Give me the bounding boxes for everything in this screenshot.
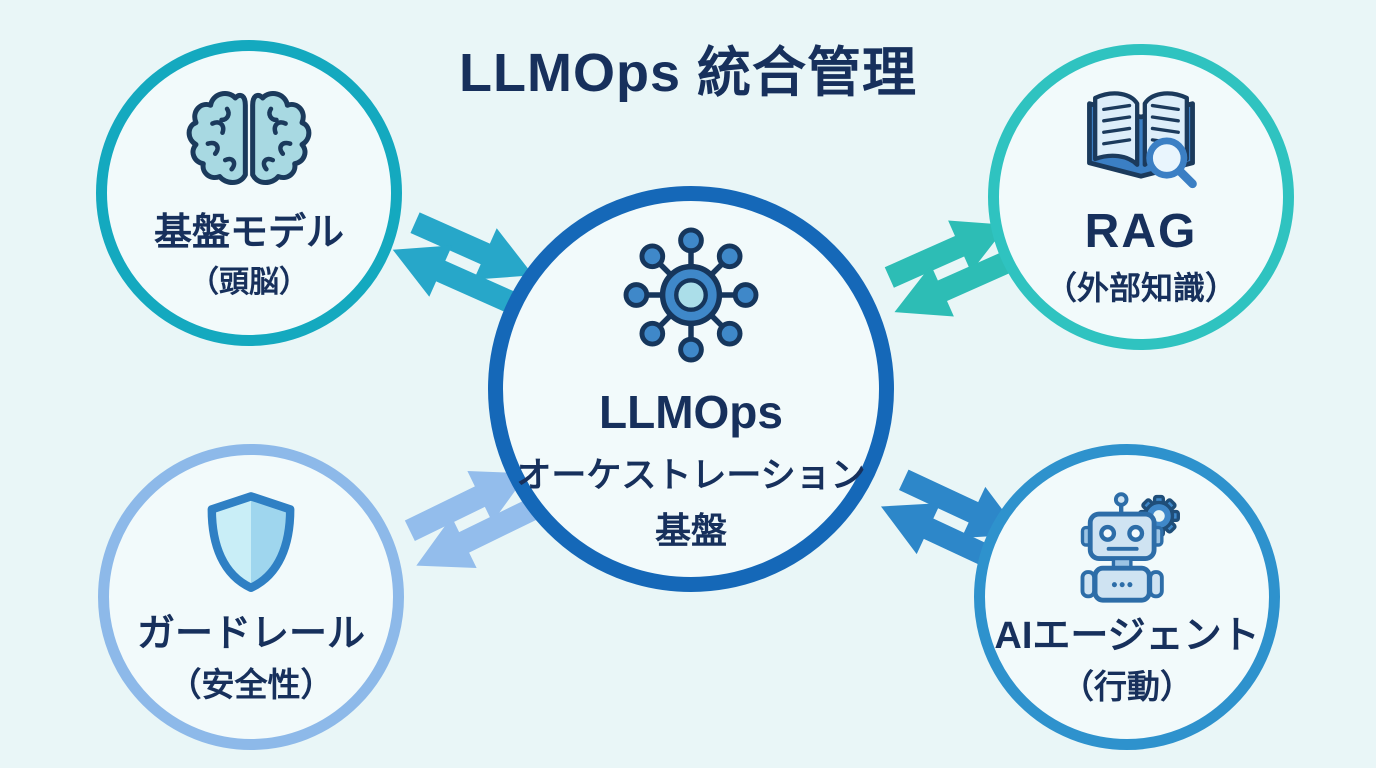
network-hub-icon	[620, 224, 762, 366]
node-guardrail: ガードレール （安全性）	[98, 444, 404, 750]
node-label-line1: LLMOps	[599, 385, 783, 438]
robot-gear-icon	[1063, 485, 1191, 605]
node-sublabel: （行動）	[1061, 668, 1193, 706]
node-label-line3: 基盤	[654, 510, 727, 552]
arrow-to-agent	[898, 469, 1022, 538]
node-label: AIエージェント	[994, 614, 1260, 657]
node-label-line2: オーケストレーション	[516, 456, 866, 496]
arrow-to-guardrail	[416, 497, 540, 568]
node-label: 基盤モデル	[153, 211, 344, 254]
node-rag: RAG （外部知識）	[988, 44, 1294, 350]
arrow-rag-center	[884, 220, 1018, 317]
brain-icon	[185, 84, 313, 196]
node-label: RAG	[1084, 205, 1198, 259]
arrow-to-center	[404, 471, 528, 542]
arrow-to-rag	[884, 220, 1008, 288]
book-search-icon	[1078, 84, 1204, 192]
arrow-guardrail-center	[404, 471, 540, 568]
arrow-to-center	[894, 249, 1018, 317]
arrow-to-center	[880, 503, 1004, 572]
node-llmops-center: LLMOps オーケストレーション 基盤	[488, 186, 894, 592]
node-foundation-model: 基盤モデル （頭脳）	[96, 40, 402, 346]
node-sublabel: （頭脳）	[189, 266, 309, 300]
shield-icon	[195, 487, 307, 599]
arrow-to-center	[410, 212, 534, 280]
arrow-to-foundation-model	[392, 245, 516, 313]
node-sublabel: （外部知識）	[1044, 270, 1237, 307]
arrow-foundation-model-center	[392, 212, 534, 313]
node-sublabel: （安全性）	[168, 666, 334, 704]
node-ai-agent: AIエージェント （行動）	[974, 444, 1280, 750]
page-title: LLMOps 統合管理	[459, 43, 917, 103]
arrow-agent-center	[880, 469, 1022, 572]
node-label: ガードレール	[136, 612, 365, 655]
